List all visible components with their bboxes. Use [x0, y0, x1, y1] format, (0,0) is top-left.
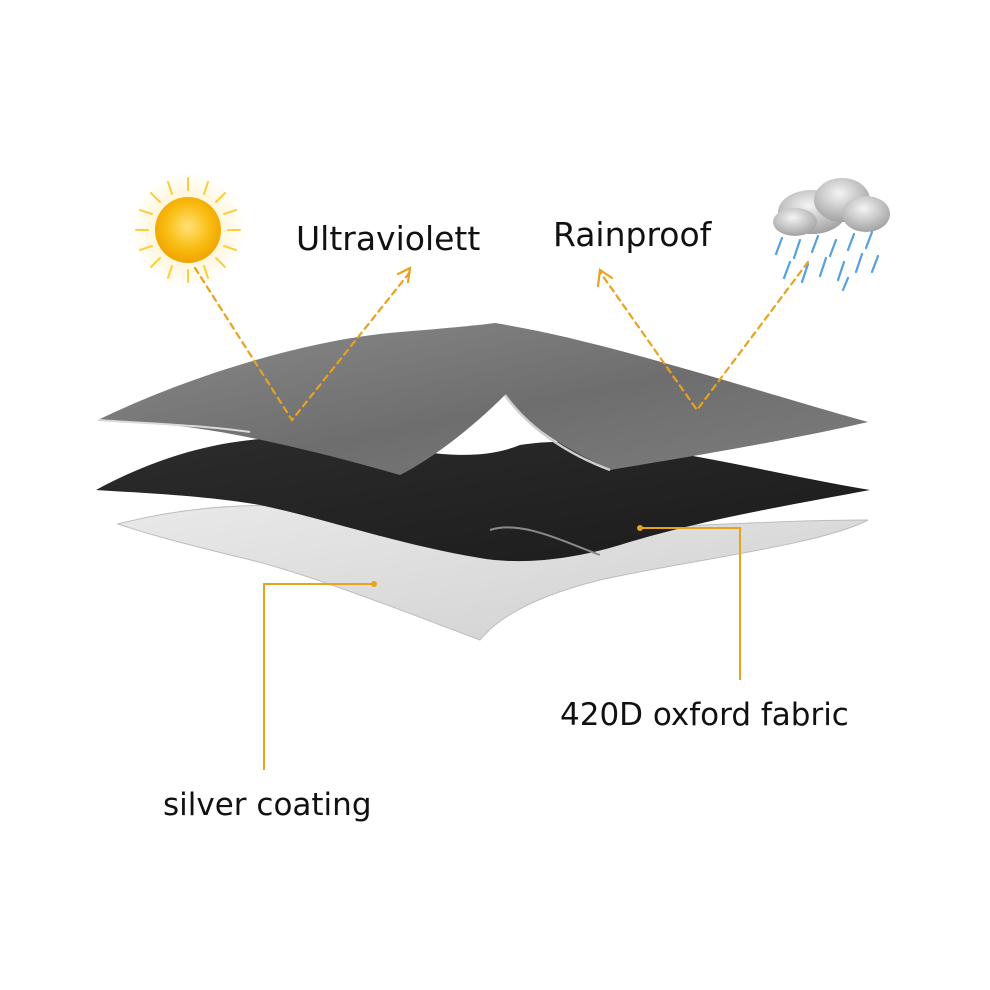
fabric-leader-line	[637, 525, 741, 680]
rainproof-arrow	[596, 260, 810, 412]
coating-leader-line	[263, 581, 377, 770]
top-fabric-layer	[97, 323, 868, 475]
ultraviolet-label: Ultraviolett	[296, 219, 481, 258]
oxford-fabric-label: 420D oxford fabric	[560, 697, 849, 733]
oxford-fabric-layer	[96, 437, 870, 562]
silver-coating-label: silver coating	[163, 787, 372, 823]
rainproof-label: Rainproof	[553, 215, 712, 254]
ultraviolet-arrow	[193, 266, 412, 422]
rain-cloud-icon	[773, 178, 890, 292]
sun-icon	[130, 172, 246, 288]
